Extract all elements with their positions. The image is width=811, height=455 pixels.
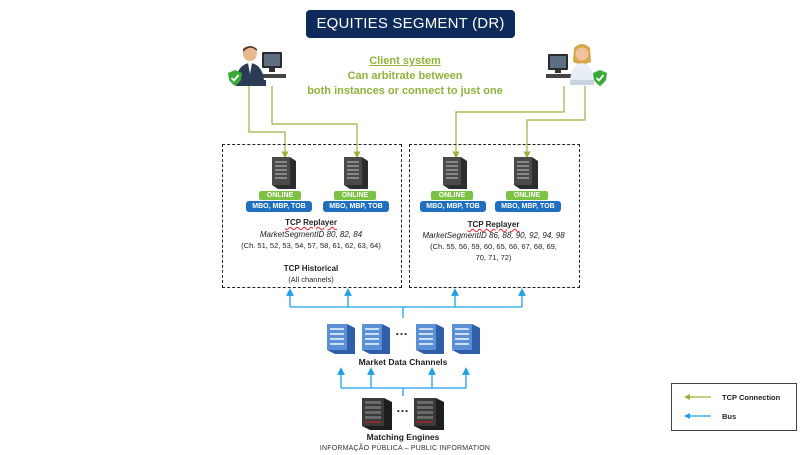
right-instance-group — [409, 144, 580, 288]
market-data-ellipsis: … — [395, 323, 408, 338]
diagram-title: EQUITIES SEGMENT (DR) — [306, 10, 515, 38]
blade-server-icon — [362, 324, 390, 354]
server-status-badge: ONLINE — [431, 191, 473, 200]
left-segment-ids: MarketSegmentID 80, 82, 84 — [259, 230, 363, 239]
public-information-footer: INFORMAÇÃO PÚBLICA – PUBLIC INFORMATION — [319, 445, 491, 452]
legend-tcp-swatch — [684, 394, 711, 400]
server-feed-badge: MBO, MBP, TOB — [495, 201, 561, 212]
market-data-label: Market Data Channels — [358, 357, 448, 367]
blade-server-icon — [416, 324, 444, 354]
shield-check-icon — [593, 70, 607, 86]
server-status-badge: ONLINE — [259, 191, 301, 200]
server-tower-icon — [272, 157, 296, 189]
legend-bus-swatch — [684, 413, 711, 419]
left-replayer-title: TCP Replayer — [222, 218, 400, 227]
client-system-note: Client system Can arbitrate between both… — [300, 54, 510, 99]
bus-lines — [286, 288, 526, 396]
right-channels-line2: 70, 71, 72) — [475, 253, 512, 262]
client-system-heading: Client system — [369, 55, 441, 67]
server-tower-icon — [443, 157, 467, 189]
server-status-badge: ONLINE — [506, 191, 548, 200]
tcp-connection-lines — [248, 86, 586, 159]
legend-bus-label: Bus — [722, 412, 737, 421]
right-replayer-title-text: TCP Replayer — [467, 220, 520, 229]
client-system-line2: both instances or connect to just one — [307, 85, 503, 97]
right-channels-line1: (Ch. 55, 56, 59, 60, 65, 66, 67, 68, 69, — [430, 242, 557, 251]
right-segment-ids: MarketSegmentID 86, 88, 90, 92, 94, 98 — [422, 231, 565, 240]
server-status-badge: ONLINE — [334, 191, 376, 200]
matching-engines-label: Matching Engines — [366, 432, 440, 442]
server-feed-badge: MBO, MBP, TOB — [323, 201, 389, 212]
user-workstation-icon — [236, 46, 286, 86]
left-channels: (Ch. 51, 52, 53, 54, 57, 58, 61, 62, 63,… — [241, 241, 381, 250]
user-workstation-icon — [546, 44, 594, 85]
left-historical-sub: (All channels) — [288, 275, 334, 284]
left-instance-group — [222, 144, 402, 288]
left-historical-title: TCP Historical — [283, 264, 339, 273]
shield-check-icon — [228, 70, 242, 86]
matching-engine-rack-icon — [414, 398, 444, 430]
blade-server-icon — [327, 324, 355, 354]
matching-engines-ellipsis: … — [396, 400, 409, 415]
server-tower-icon — [514, 157, 538, 189]
left-replayer-title-text: TCP Replayer — [285, 218, 337, 227]
client-system-line1: Can arbitrate between — [347, 70, 463, 82]
blade-server-icon — [452, 324, 480, 354]
server-feed-badge: MBO, MBP, TOB — [246, 201, 312, 212]
legend-tcp-label: TCP Connection — [722, 393, 781, 402]
right-replayer-title: TCP Replayer — [409, 220, 578, 229]
server-feed-badge: MBO, MBP, TOB — [420, 201, 486, 212]
matching-engine-rack-icon — [362, 398, 392, 430]
legend: TCP Connection Bus — [671, 383, 797, 431]
server-tower-icon — [344, 157, 368, 189]
